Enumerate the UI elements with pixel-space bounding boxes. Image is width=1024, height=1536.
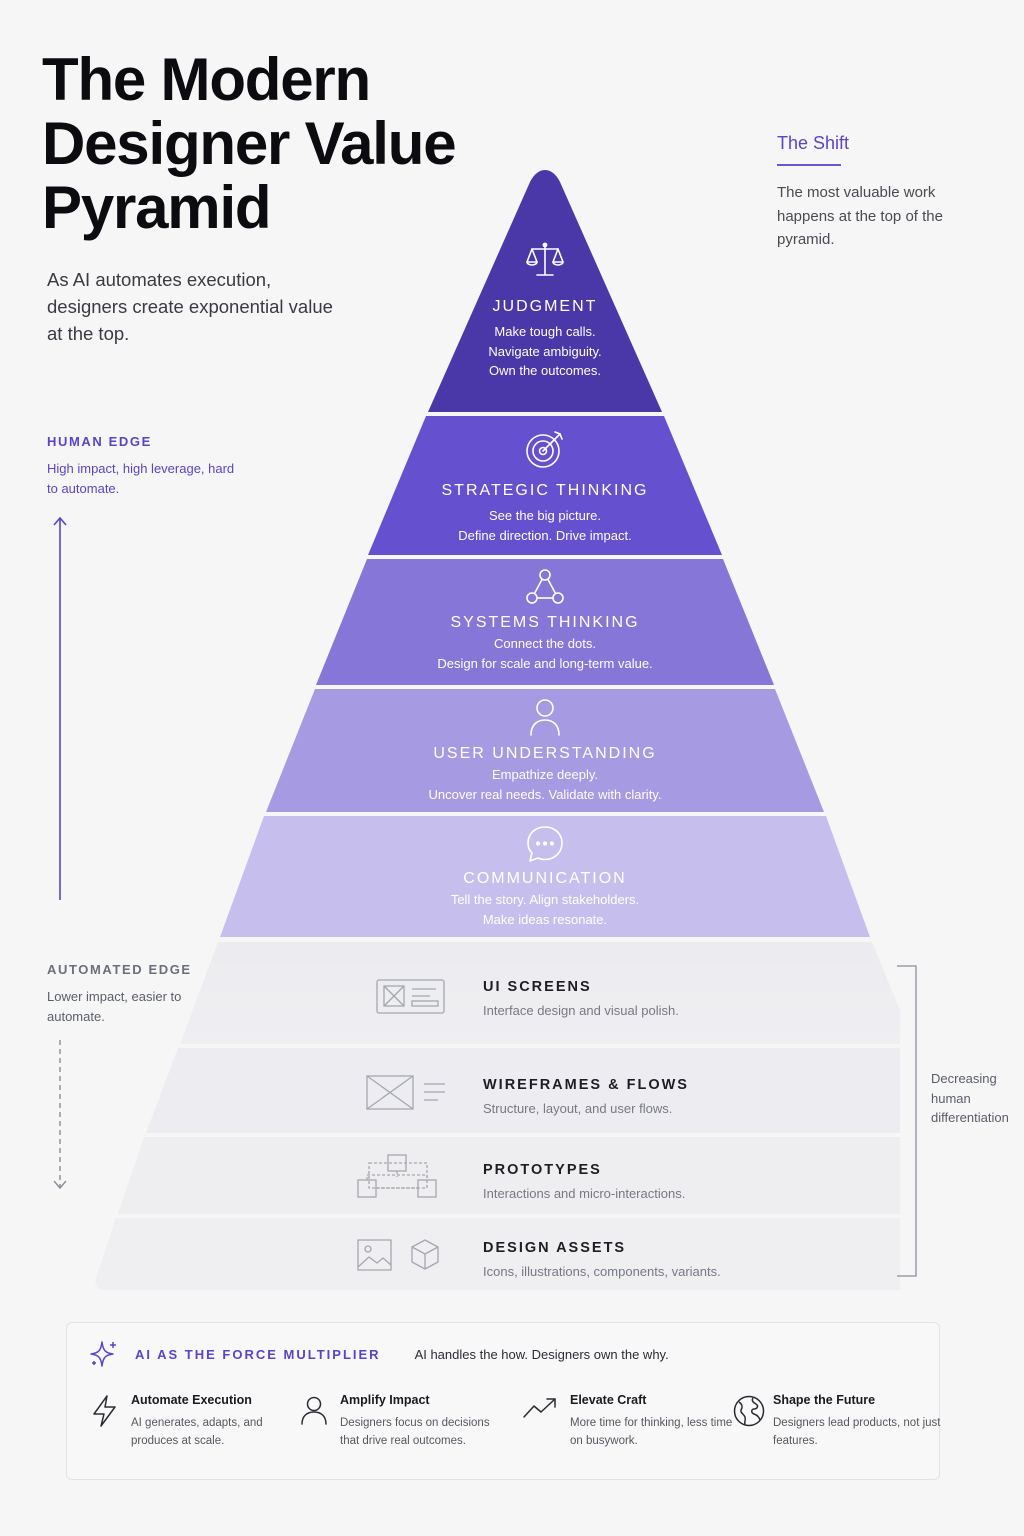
- scales-icon: [526, 242, 564, 276]
- pyramid-tier-systems-thinking: [316, 559, 774, 685]
- automated-edge-desc: Lower impact, easier to automate.: [47, 989, 182, 1024]
- tier-name: JUDGMENT: [492, 298, 598, 315]
- panel-tagline: AI handles the how. Designers own the wh…: [414, 1346, 669, 1362]
- wireframe-icon: [366, 1075, 445, 1110]
- page-title: The Modern Designer Value Pyramid: [42, 48, 502, 240]
- tier-desc-line: Own the outcomes.: [489, 363, 601, 378]
- tier-description: Empathize deeply. Uncover real needs. Va…: [0, 765, 1024, 804]
- tier-desc-line: Uncover real needs. Validate with clarit…: [428, 786, 662, 802]
- tier-wireframes-flows: WIREFRAMES & FLOWS Structure, layout, an…: [483, 1077, 689, 1116]
- screen-layout-icon: [376, 979, 445, 1014]
- user-icon: [530, 699, 560, 736]
- flow-diagram-icon: [357, 1154, 437, 1198]
- person-icon: [301, 1396, 327, 1425]
- tier-ui-screens: UI SCREENS Interface design and visual p…: [483, 979, 679, 1018]
- human-edge-desc: High impact, high leverage, hard to auto…: [47, 461, 235, 496]
- shift-title: The Shift: [777, 133, 850, 153]
- tier-description: Interface design and visual polish.: [483, 1003, 679, 1018]
- tier-systems-thinking: SYSTEMS THINKING Connect the dots. Desig…: [0, 568, 1024, 673]
- tier-name: USER UNDERSTANDING: [433, 745, 657, 762]
- title-line: The Modern: [42, 46, 371, 113]
- arrow-up-icon: [53, 516, 67, 900]
- bracket-label: Decreasing human differentiation: [931, 1071, 1009, 1125]
- tier-desc-line: Define direction. Drive impact.: [458, 527, 632, 543]
- feature-desc: Designers lead products, not just featur…: [773, 1417, 941, 1447]
- tier-description: See the big picture. Define direction. D…: [0, 506, 1024, 545]
- pyramid-tier-judgment: [428, 170, 662, 412]
- pyramid-tier-design-assets: [95, 1218, 901, 1290]
- pyramid-tier-strategic-thinking: [368, 416, 722, 555]
- force-multiplier-panel: AI AS THE FORCE MULTIPLIER AI handles th…: [66, 1322, 940, 1480]
- tier-description: Connect the dots. Design for scale and l…: [0, 634, 1024, 673]
- tier-desc-line: See the big picture.: [488, 508, 602, 523]
- tier-name: WIREFRAMES & FLOWS: [483, 1077, 689, 1093]
- panel-header: AI AS THE FORCE MULTIPLIER AI handles th…: [89, 1339, 669, 1369]
- feature-desc: AI generates, adapts, and produces at sc…: [131, 1417, 263, 1447]
- lightning-icon: [93, 1395, 116, 1427]
- chat-bubble-icon: [527, 826, 563, 862]
- pyramid-tier-communication: [220, 816, 870, 937]
- tier-description: Interactions and micro-interactions.: [483, 1186, 686, 1201]
- pyramid-tier-wireframes: [146, 1048, 900, 1133]
- tier-user-understanding: USER UNDERSTANDING Empathize deeply. Unc…: [0, 697, 1024, 804]
- tier-description: Structure, layout, and user flows.: [483, 1101, 673, 1116]
- tier-description: Make tough calls. Navigate ambiguity. Ow…: [0, 322, 1024, 381]
- page-subtitle: As AI automates execution, designers cre…: [47, 269, 333, 344]
- tier-name: PROTOTYPES: [483, 1162, 602, 1178]
- tier-name: UI SCREENS: [483, 979, 592, 995]
- tier-communication: COMMUNICATION Tell the story. Align stak…: [0, 824, 1024, 929]
- network-icon: [526, 569, 564, 604]
- tier-name: COMMUNICATION: [463, 870, 627, 887]
- feature-title: Shape the Future: [773, 1393, 876, 1407]
- value-pyramid: [95, 170, 901, 1290]
- shift-divider: [777, 164, 841, 166]
- tier-desc-line: Navigate ambiguity.: [488, 343, 602, 359]
- tier-desc-line: Design for scale and long-term value.: [437, 655, 653, 671]
- title-line: Pyramid: [42, 174, 272, 241]
- bracket-icon: [897, 965, 917, 1277]
- tier-desc-line: Make tough calls.: [494, 324, 596, 339]
- tier-desc-line: Connect the dots.: [494, 636, 596, 651]
- title-line: Designer Value: [42, 110, 457, 177]
- tier-name: DESIGN ASSETS: [483, 1240, 627, 1256]
- tier-strategic-thinking: STRATEGIC THINKING See the big picture. …: [0, 428, 1024, 545]
- feature-desc: More time for thinking, less time on bus…: [570, 1417, 733, 1447]
- tier-desc-line: Tell the story. Align stakeholders.: [450, 892, 640, 907]
- tier-prototypes: PROTOTYPES Interactions and micro-intera…: [483, 1162, 685, 1201]
- tier-desc-line: Empathize deeply.: [492, 767, 598, 782]
- feature-title: Automate Execution: [131, 1393, 252, 1407]
- sparkle-icon: [90, 1341, 116, 1367]
- trend-up-icon: [523, 1398, 556, 1418]
- arrow-down-icon: [53, 1040, 67, 1190]
- pyramid-tier-prototypes: [118, 1137, 900, 1214]
- pyramid-tier-user-understanding: [266, 689, 824, 812]
- feature-title: Amplify Impact: [340, 1393, 430, 1407]
- image-cube-icon: [357, 1239, 439, 1271]
- feature-desc: Designers focus on decisions that drive …: [340, 1417, 490, 1447]
- human-edge-label: HUMAN EDGE: [47, 434, 152, 449]
- panel-title: AI AS THE FORCE MULTIPLIER: [135, 1346, 381, 1362]
- tier-name: SYSTEMS THINKING: [450, 614, 640, 631]
- target-icon: [526, 431, 563, 468]
- tier-name: STRATEGIC THINKING: [441, 482, 649, 499]
- globe-icon: [733, 1395, 765, 1427]
- pyramid-tier-ui-screens: [180, 942, 900, 1044]
- tier-judgment: JUDGMENT Make tough calls. Navigate ambi…: [0, 240, 1024, 381]
- shift-body: The most valuable work happens at the to…: [777, 184, 943, 248]
- automated-edge-label: AUTOMATED EDGE: [47, 962, 192, 977]
- tier-description: Tell the story. Align stakeholders. Make…: [0, 890, 1024, 929]
- tier-desc-line: Make ideas resonate.: [482, 911, 608, 927]
- tier-design-assets: DESIGN ASSETS Icons, illustrations, comp…: [483, 1240, 721, 1279]
- feature-title: Elevate Craft: [570, 1393, 647, 1407]
- tier-description: Icons, illustrations, components, varian…: [483, 1264, 721, 1279]
